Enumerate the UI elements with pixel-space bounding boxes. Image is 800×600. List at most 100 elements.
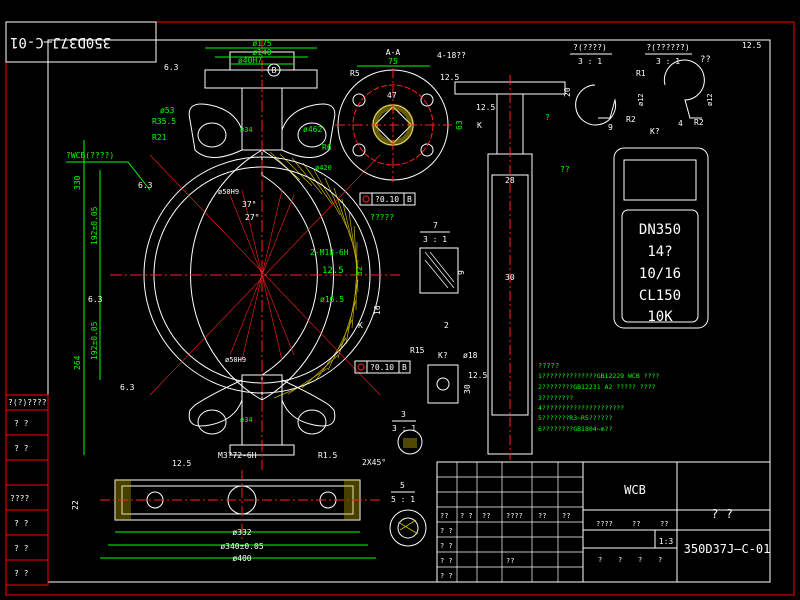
dim-12-5: 12.5 xyxy=(322,266,344,276)
detail-7: 7 3 : 1 9 2 xyxy=(419,221,466,330)
stamp-box xyxy=(5,21,157,63)
stem-qq: ?? xyxy=(560,165,570,174)
tb-r1-2: ?? xyxy=(482,512,490,520)
detail1-label: ?(????) xyxy=(573,43,607,52)
detail-r2b: R2 xyxy=(694,118,704,127)
nameplate-label: K? xyxy=(650,127,660,136)
title-block: WCB ? ? 350D37J—C-01 1:3 ?? ? ? ?? ???? … xyxy=(436,461,771,583)
tb-bottom-1: ? xyxy=(618,556,622,564)
dim-r35: R35.5 xyxy=(152,117,176,126)
dim-32: 32 xyxy=(355,266,364,276)
section-aa-r5: R5 xyxy=(350,69,360,78)
stem-k: K xyxy=(477,121,482,130)
section-aa-75: 75 xyxy=(388,57,398,66)
dim-d50h9: ø50H9 xyxy=(218,188,239,196)
side-label-1: ? ? xyxy=(14,419,29,428)
rough-63-a: 6.3 xyxy=(164,63,179,72)
rough-63-d: 6.3 xyxy=(120,383,135,392)
detail3-label: 3 xyxy=(401,410,406,419)
dim-d50h9-b: ø50H9 xyxy=(225,356,246,364)
thread-m18: 2-M18-6H xyxy=(310,248,349,257)
detail7-scale: 3 : 1 xyxy=(423,235,447,244)
angle-27: 27° xyxy=(245,213,259,222)
bottom-d340: ø340±0.05 xyxy=(220,542,264,551)
section-aa-12-5: 12.5 xyxy=(440,73,459,82)
detail-key: R15 K? ø18 12.5 30 xyxy=(410,346,487,404)
detail-4: 4 xyxy=(678,119,683,128)
tb-r3-0: ? ? xyxy=(440,557,453,565)
dim-r21: R21 xyxy=(152,133,167,142)
dim-16: 16 xyxy=(373,305,382,315)
title-material: WCB xyxy=(624,483,646,497)
drawing-frame xyxy=(47,39,771,583)
wcb-note: ?WCB(????) xyxy=(66,151,114,160)
tb-r3-1: ? ? xyxy=(440,572,453,580)
tb-r1-1: ? ? xyxy=(460,512,473,520)
stamp-text: 350D37J—C-01 xyxy=(10,34,111,50)
detail-top-right: ?(????) 3 : 1 ?(??????) 3 : 1 ?? 12.5 R1… xyxy=(570,41,761,132)
tb-r4-1: ?? xyxy=(632,520,640,528)
side-label-5: ? ? xyxy=(14,544,29,553)
bottom-12-5: 12.5 xyxy=(172,459,191,468)
tolerance-2: ?0.10 xyxy=(370,363,394,372)
dim-192a: 192±0.05 xyxy=(90,206,99,245)
side-label-3: ???? xyxy=(10,494,29,503)
angle-37: 37° xyxy=(242,200,256,209)
stem-view: 20 12.5 K 28 30 ?? ? xyxy=(454,75,572,460)
detail7-9: 9 xyxy=(457,270,466,275)
key-r15: R15 xyxy=(410,346,425,355)
stem-30: 30 xyxy=(505,273,515,282)
stem-28: 28 xyxy=(505,176,515,185)
tb-r1-3: ???? xyxy=(506,512,523,520)
title-drawing-no: 350D37J—C-01 xyxy=(684,542,771,556)
notes-line-4: 5???????R3~R5?????? xyxy=(538,414,612,422)
thread-m3: M3?72-6H xyxy=(218,451,257,460)
notes-line-0: 1??????????????GB12229 WCB ???? xyxy=(538,372,659,380)
datum-b: B xyxy=(272,66,277,75)
detail-9: 9 xyxy=(608,123,613,132)
nameplate-line-4: 10K xyxy=(647,309,673,325)
dim-330: 330 xyxy=(73,175,82,190)
dim-d34-b: ø34 xyxy=(240,416,253,424)
side-label-6: ? ? xyxy=(14,569,29,578)
nameplate-line-1: 14? xyxy=(647,244,672,260)
dim-d140: ø140 xyxy=(252,48,271,57)
section-aa-holes: 4-18?? xyxy=(437,51,466,60)
dim-d462: ø462 xyxy=(303,125,322,134)
detail-qq: ?? xyxy=(700,55,711,65)
key-12-5: 12.5 xyxy=(468,371,487,380)
notes-line-5: 6????????GB1804~m?? xyxy=(538,425,612,433)
tolerance-2-datum: B xyxy=(402,363,407,372)
tb-r1-4: ?? xyxy=(538,512,546,520)
dim-r6: R6 xyxy=(322,143,332,152)
key-30: 30 xyxy=(463,384,472,394)
detail-3: 3 3 : 1 xyxy=(392,410,423,455)
dim-d420: ø420 xyxy=(315,164,332,172)
main-dimensions: ø175 ø140 ø40H7 B R35.5 ø53 R21 ?WCB(???… xyxy=(66,39,416,460)
tb-bottom-3: ? xyxy=(658,556,662,564)
tb-r1-0: ?? xyxy=(440,512,448,520)
nameplate-line-2: 10/16 xyxy=(639,266,681,282)
tb-bottom-0: ? xyxy=(598,556,602,564)
detail2-scale: 3 : 1 xyxy=(656,57,680,66)
note-5: ????? xyxy=(370,213,394,222)
stem-q: ? xyxy=(545,113,550,122)
tb-r3-2: ?? xyxy=(506,557,514,565)
roughness-top: 12.5 xyxy=(742,41,761,50)
sheet-border xyxy=(5,21,795,596)
notes-line-3: 4????????????????????? xyxy=(538,404,624,412)
dim-264: 264 xyxy=(73,355,82,370)
detail5-scale: 5 : 1 xyxy=(391,495,415,504)
left-side-strip: ?(?)???? ? ? ? ? ???? ? ? ? ? ? ? xyxy=(5,394,49,586)
dim-d34-a: ø34 xyxy=(240,126,253,134)
detail7-label: 7 xyxy=(433,221,438,230)
bottom-chamfer: 2X45° xyxy=(362,458,386,467)
section-aa: A-A 75 4-18?? R5 47 12.5 63 xyxy=(335,48,466,182)
detail5-label: 5 xyxy=(400,481,405,490)
tolerance-1: ?0.10 xyxy=(375,195,399,204)
section-aa-63: 63 xyxy=(455,120,464,130)
title-scale: 1:3 xyxy=(659,537,674,546)
tb-r2-1: ? ? xyxy=(440,542,453,550)
bottom-r1-5: R1.5 xyxy=(318,451,337,460)
tolerance-1-datum: B xyxy=(407,195,412,204)
